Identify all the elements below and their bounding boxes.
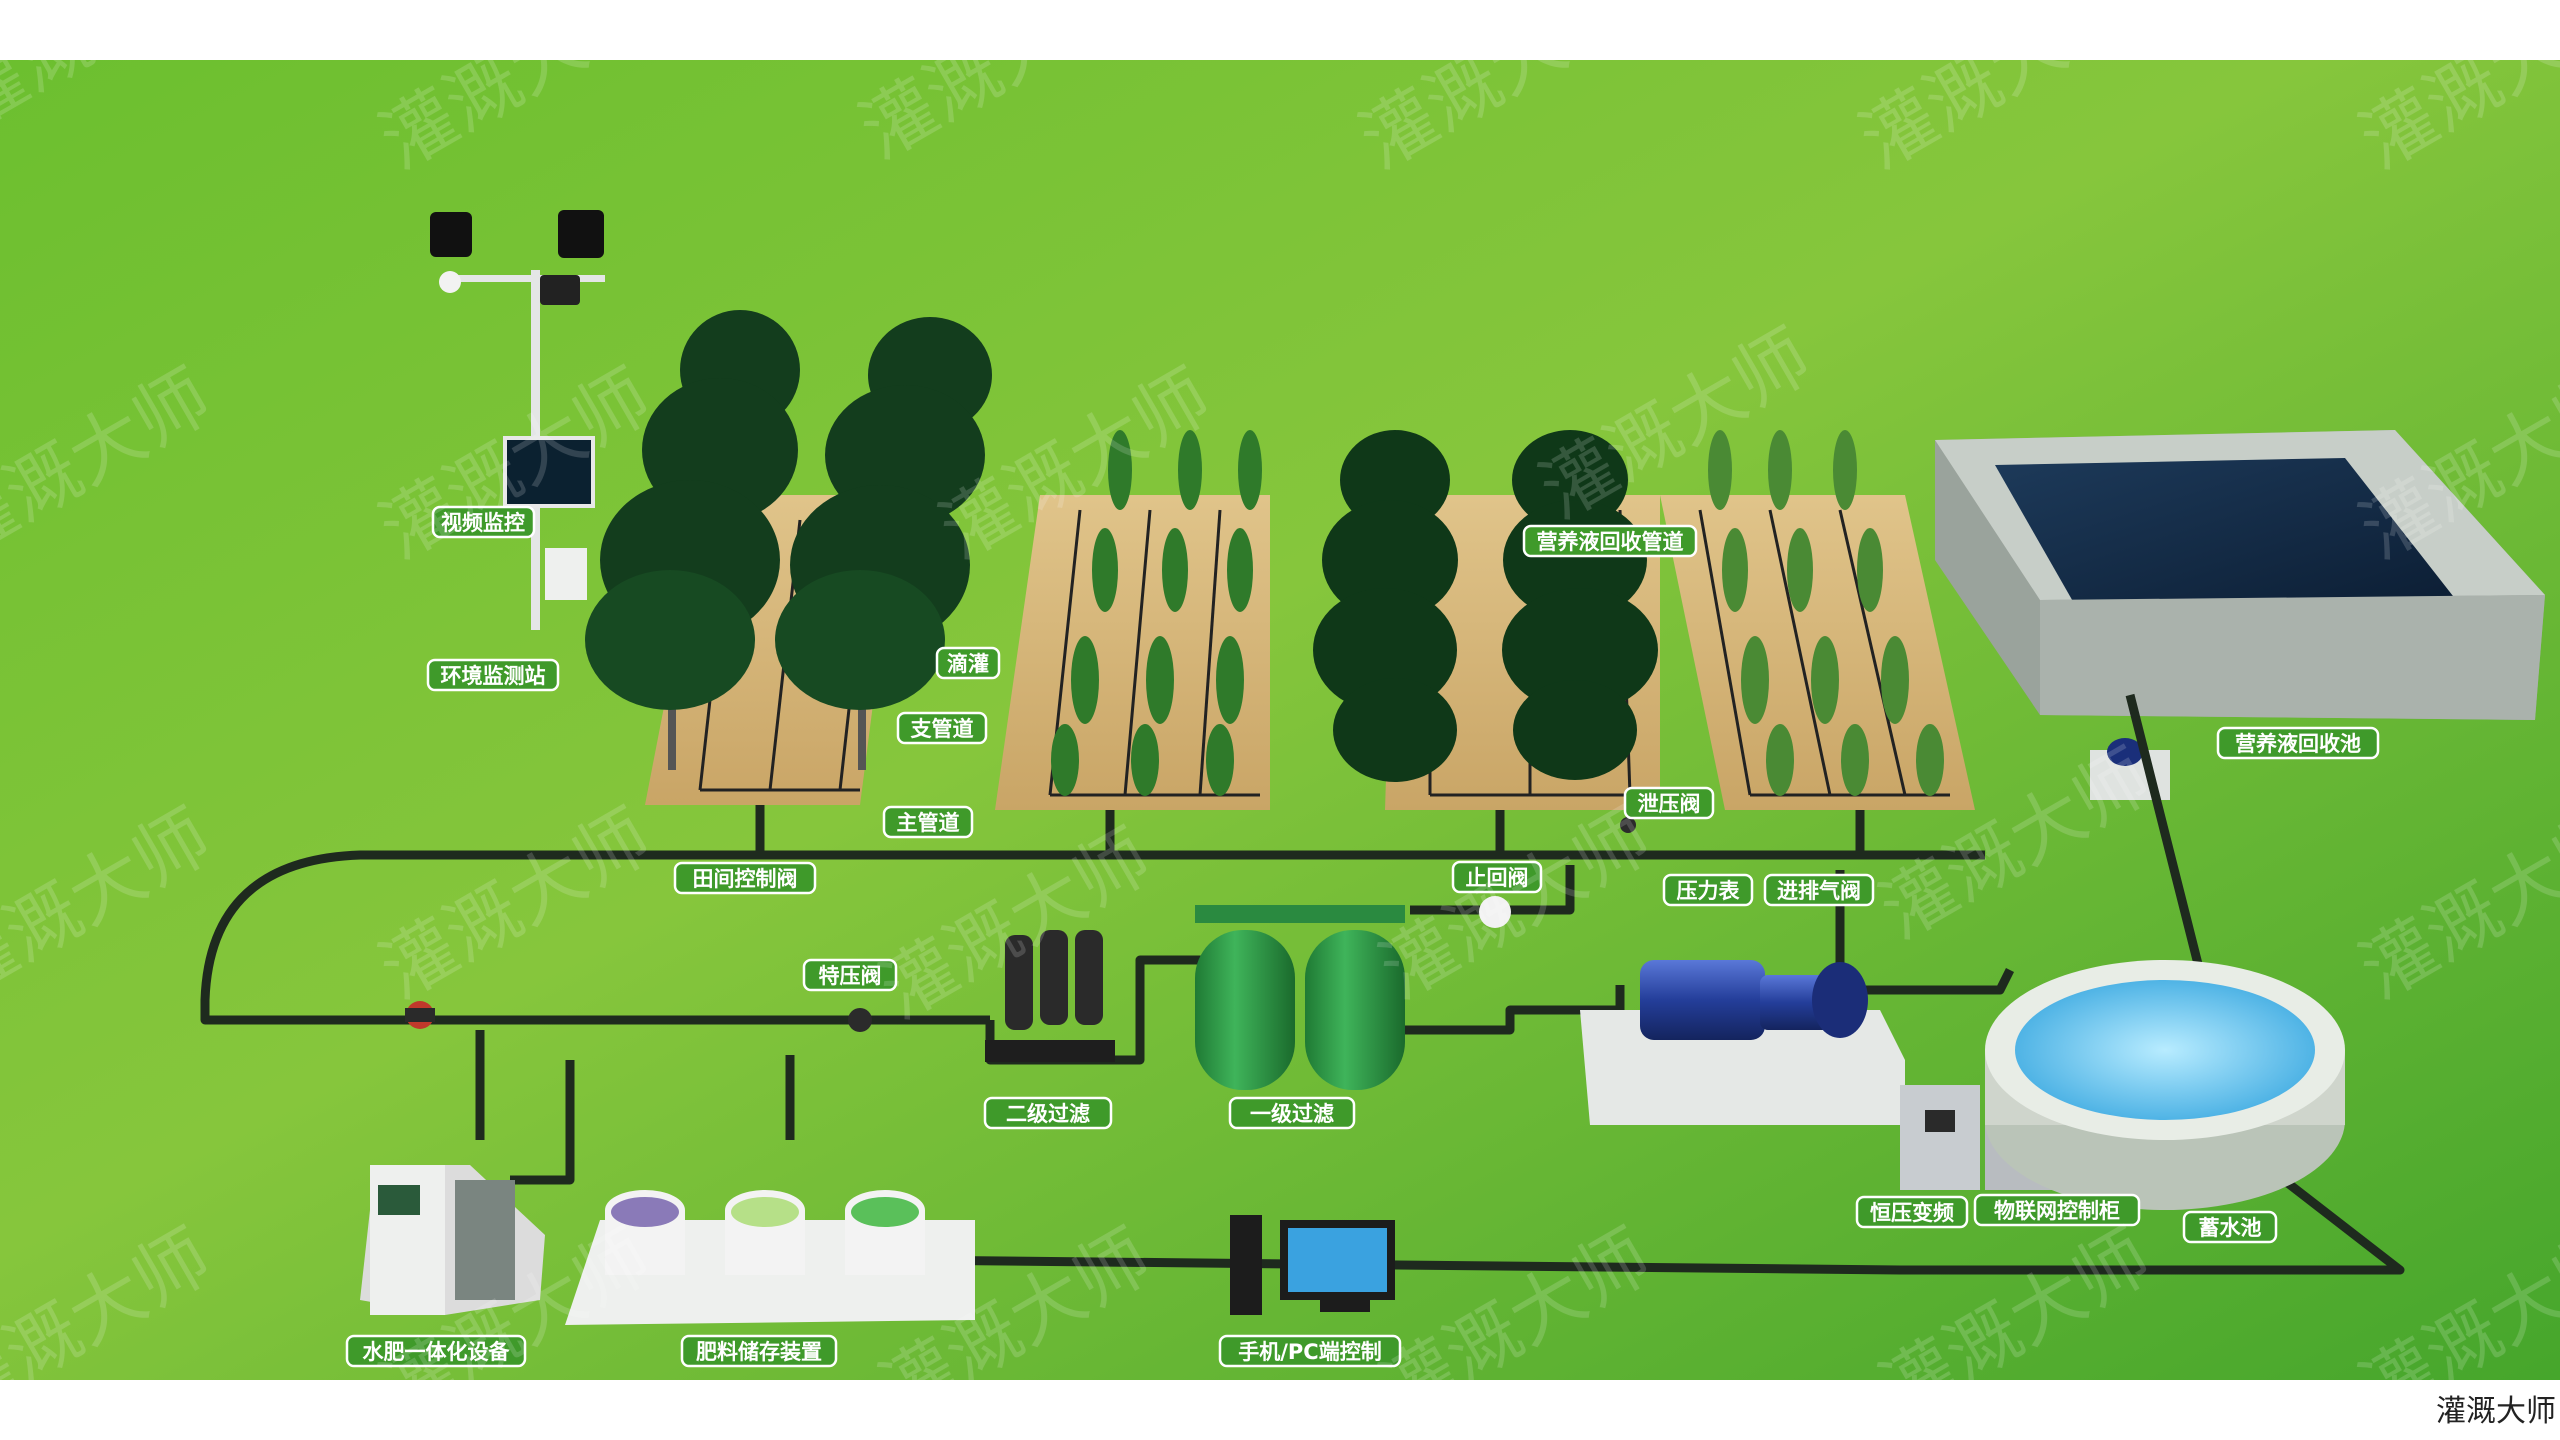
- label-main-pipe: 主管道: [882, 805, 974, 839]
- fertigation-machine: [360, 1165, 545, 1315]
- sapling-rows-field-4: [1708, 430, 1944, 796]
- svg-text:一级过滤: 一级过滤: [1250, 1102, 1334, 1126]
- label-vfd: 恒压变频: [1855, 1195, 1969, 1229]
- label-nutrient-return-pipe: 营养液回收管道: [1522, 524, 1698, 558]
- svg-text:支管道: 支管道: [911, 717, 974, 741]
- special-valve-symbol: [848, 1008, 872, 1032]
- nutrient-recovery-pool: [1935, 430, 2545, 800]
- svg-text:泄压阀: 泄压阀: [1638, 792, 1701, 816]
- label-env-station: 环境监测站: [426, 658, 560, 692]
- svg-text:恒压变频: 恒压变频: [1870, 1201, 1954, 1225]
- label-video-monitoring: 视频监控: [431, 505, 536, 539]
- svg-text:滴灌: 滴灌: [947, 652, 989, 676]
- label-filter1: 一级过滤: [1228, 1096, 1356, 1130]
- sapling-rows-field-2: [1051, 430, 1262, 796]
- svg-text:营养液回收池: 营养液回收池: [2235, 732, 2361, 756]
- label-relief-valve: 泄压阀: [1623, 786, 1715, 820]
- svg-text:视频监控: 视频监控: [441, 511, 525, 535]
- corner-watermark: 灌溉大师: [2436, 1394, 2556, 1429]
- label-reservoir: 蓄水池: [2182, 1210, 2278, 1244]
- svg-text:二级过滤: 二级过滤: [1006, 1102, 1090, 1126]
- label-nutrient-pool: 营养液回收池: [2216, 726, 2380, 760]
- svg-text:环境监测站: 环境监测站: [441, 664, 546, 688]
- label-air-valve: 进排气阀: [1763, 873, 1875, 907]
- water-reservoir: [1985, 960, 2345, 1210]
- svg-text:营养液回收管道: 营养液回收管道: [1537, 530, 1684, 554]
- label-iot-cabinet: 物联网控制柜: [1973, 1193, 2141, 1227]
- environment-monitoring-station: [430, 210, 605, 630]
- fertilizer-storage-tanks: [565, 1190, 975, 1325]
- relief-valve-symbol: [1620, 817, 1636, 833]
- label-branch-pipe: 支管道: [896, 711, 988, 745]
- check-valve-symbol: [1479, 896, 1511, 928]
- label-pressure-gauge: 压力表: [1662, 873, 1754, 907]
- pump-station: [1580, 960, 1905, 1125]
- secondary-filter: [985, 930, 1115, 1062]
- label-drip: 滴灌: [935, 646, 1001, 680]
- field-valve-symbol: [405, 1001, 435, 1029]
- svg-text:物联网控制柜: 物联网控制柜: [1994, 1199, 2120, 1223]
- label-fertigation: 水肥一体化设备: [345, 1334, 527, 1368]
- tree-row-field-3: [1313, 430, 1658, 782]
- label-pc-control: 手机/PC端控制: [1218, 1334, 1402, 1368]
- svg-text:蓄水池: 蓄水池: [2199, 1216, 2262, 1240]
- svg-text:肥料储存装置: 肥料储存装置: [696, 1340, 822, 1364]
- svg-text:进排气阀: 进排气阀: [1777, 879, 1861, 903]
- label-fert-storage: 肥料储存装置: [680, 1334, 838, 1368]
- svg-text:水肥一体化设备: 水肥一体化设备: [363, 1340, 511, 1364]
- svg-text:主管道: 主管道: [897, 811, 960, 835]
- svg-text:手机/PC端控制: 手机/PC端控制: [1238, 1340, 1381, 1364]
- label-check-valve: 止回阀: [1451, 860, 1543, 894]
- svg-text:压力表: 压力表: [1677, 879, 1741, 903]
- svg-text:田间控制阀: 田间控制阀: [693, 867, 798, 891]
- tree-row-field-1: [585, 310, 992, 770]
- label-special-valve: 特压阀: [802, 958, 898, 992]
- svg-text:止回阀: 止回阀: [1466, 866, 1529, 890]
- label-filter2: 二级过滤: [983, 1096, 1113, 1130]
- label-field-valve: 田间控制阀: [673, 861, 817, 895]
- pc-terminal: [1230, 1215, 1395, 1315]
- primary-filter-tanks: [1195, 905, 1405, 1090]
- svg-text:特压阀: 特压阀: [819, 964, 882, 988]
